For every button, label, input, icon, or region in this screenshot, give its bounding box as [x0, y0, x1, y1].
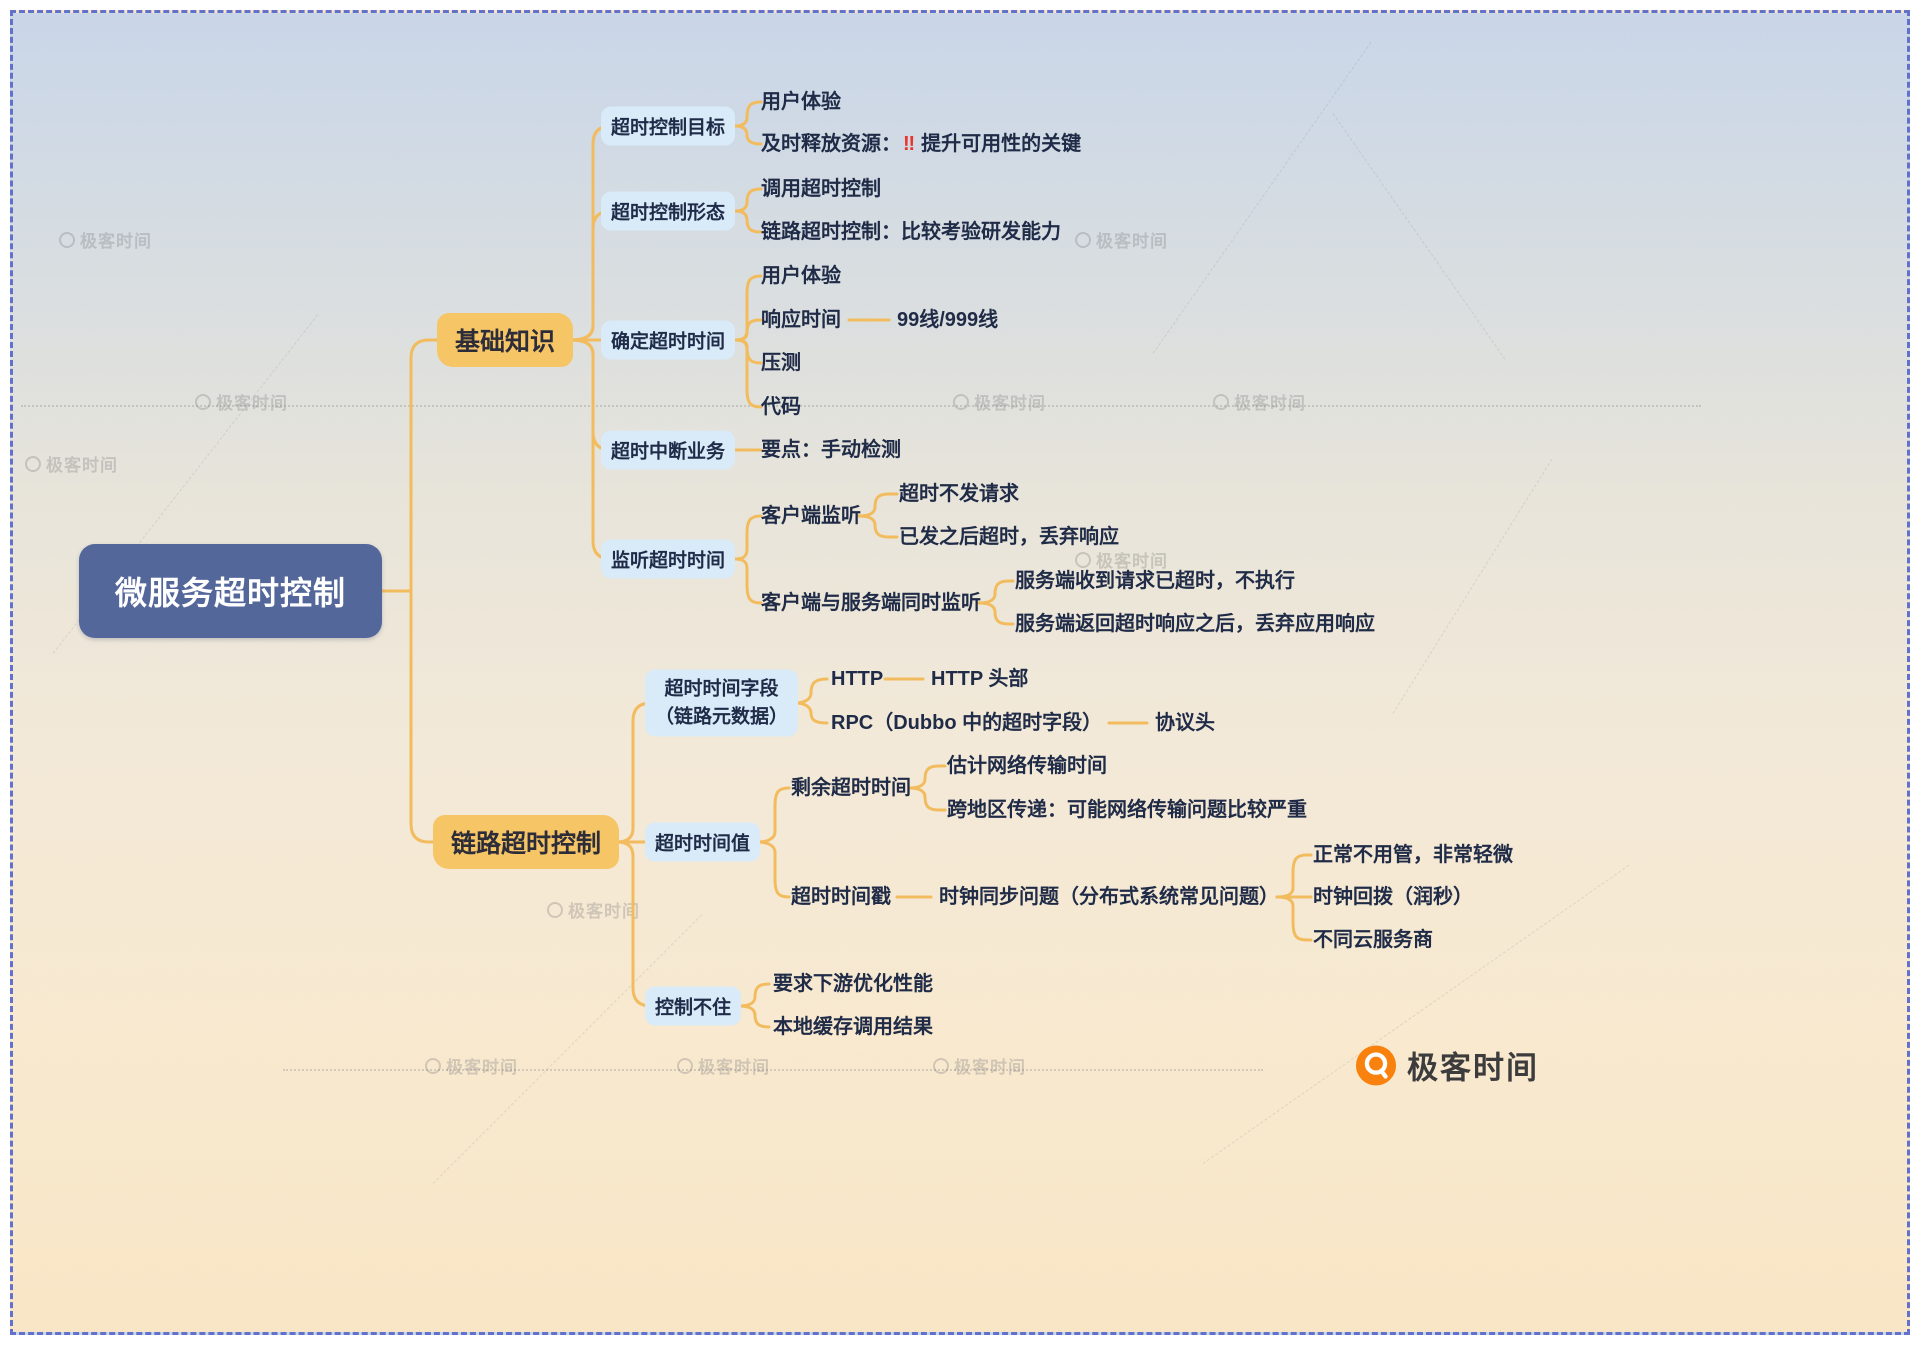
- leaf-server-discard-late: 服务端返回超时响应之后，丢弃应用响应: [1015, 613, 1375, 635]
- leaf-cloud-vendors: 不同云服务商: [1313, 929, 1433, 951]
- leaf-protocol-header: 协议头: [1155, 712, 1215, 734]
- watermark-logo-icon: [425, 1057, 441, 1074]
- leaf-user-experience-determine: 用户体验: [761, 265, 841, 287]
- sub-timeout-interrupt: 超时中断业务: [601, 430, 736, 470]
- watermark: 极客时间: [1075, 547, 1168, 572]
- leaf-response-time: 响应时间: [761, 309, 841, 331]
- leaf-http: HTTP: [831, 668, 884, 690]
- watermark: 极客时间: [59, 227, 152, 252]
- watermark-logo-icon: [547, 901, 563, 918]
- double-exclamation-icon: ‼: [903, 133, 916, 155]
- watermark: 极客时间: [547, 897, 640, 922]
- canvas-border: 极客时间 极客时间 极客时间 极客时间 极客时间 极客时间 极客时间 极客时间 …: [10, 10, 1910, 1335]
- leaf-ask-downstream-optimize: 要求下游优化性能: [773, 973, 933, 995]
- sub-timeout-forms: 超时控制形态: [601, 191, 736, 231]
- leaf-code: 代码: [761, 396, 801, 418]
- leaf-p99-lines: 99线/999线: [897, 309, 999, 331]
- leaf-call-timeout: 调用超时控制: [761, 178, 881, 200]
- watermark-logo-icon: [25, 455, 41, 472]
- leaf-link-timeout-note: 链路超时控制：比较考验研发能力: [761, 221, 1061, 243]
- leaf-stress-test: 压测: [761, 352, 801, 374]
- sub-determine-timeout: 确定超时时间: [601, 320, 736, 360]
- leaf-estimate-network-time: 估计网络传输时间: [947, 755, 1107, 777]
- sub-uncontrollable: 控制不住: [645, 986, 742, 1026]
- watermark: 极客时间: [425, 1053, 518, 1078]
- watermark-logo-icon: [953, 393, 969, 410]
- leaf-user-experience-goal: 用户体验: [761, 91, 841, 113]
- branch-link-timeout-control: 链路超时控制: [433, 815, 620, 869]
- connectors: [367, 100, 1313, 1029]
- leaf-clock-rollback: 时钟回拨（润秒）: [1313, 886, 1473, 908]
- watermark: 极客时间: [933, 1053, 1026, 1078]
- sub-timeout-value: 超时时间值: [645, 822, 761, 862]
- leaf-timeout-timestamp: 超时时间戳: [791, 886, 891, 908]
- sub-listen-timeout: 监听超时时间: [601, 539, 736, 579]
- sub-timeout-goal: 超时控制目标: [601, 106, 736, 146]
- leaf-remaining-timeout: 剩余超时时间: [791, 777, 911, 799]
- sub-timeout-field: 超时时间字段 （链路元数据）: [645, 669, 799, 737]
- watermark: 极客时间: [1213, 389, 1306, 414]
- watermark-logo-icon: [1075, 231, 1091, 248]
- dotted-line: [283, 1069, 1263, 1071]
- leaf-negligible: 正常不用管，非常轻微: [1313, 844, 1513, 866]
- leaf-rpc-dubbo: RPC（Dubbo 中的超时字段）: [831, 712, 1103, 734]
- leaf-release-resources: 及时释放资源：‼提升可用性的关键: [761, 133, 1082, 155]
- leaf-local-cache-result: 本地缓存调用结果: [773, 1016, 933, 1038]
- geektime-logo-text: 极客时间: [1407, 1050, 1539, 1086]
- dotted-line: [21, 405, 1701, 407]
- watermark-logo-icon: [59, 231, 75, 248]
- watermark: 极客时间: [1075, 227, 1168, 252]
- branch-basics: 基础知识: [437, 313, 574, 367]
- connector-lines: [367, 100, 1313, 1029]
- node-root-label: 微服务超时控制: [115, 575, 347, 611]
- watermark-logo-icon: [677, 1057, 693, 1074]
- leaf-no-send-on-timeout: 超时不发请求: [899, 483, 1019, 505]
- geektime-logo-icon: [1355, 1044, 1397, 1086]
- leaf-cross-region: 跨地区传递：可能网络传输问题比较严重: [947, 799, 1307, 821]
- watermark-logo-icon: [1075, 551, 1091, 568]
- watermark: 极客时间: [195, 389, 288, 414]
- watermark-logo-icon: [933, 1057, 949, 1074]
- watermark-logo-icon: [195, 393, 211, 410]
- watermark: 极客时间: [677, 1053, 770, 1078]
- leaf-clock-sync-issue: 时钟同步问题（分布式系统常见问题）: [939, 886, 1279, 908]
- watermark-logo-icon: [1213, 393, 1229, 410]
- leaf-server-skip-expired: 服务端收到请求已超时，不执行: [1015, 570, 1295, 592]
- geektime-logo: 极客时间: [1355, 1043, 1539, 1088]
- leaf-discard-response: 已发之后超时，丢弃响应: [899, 526, 1119, 548]
- leaf-http-header: HTTP 头部: [931, 668, 1029, 690]
- leaf-both-listen: 客户端与服务端同时监听: [761, 592, 981, 614]
- node-root: 微服务超时控制: [79, 544, 383, 638]
- watermark: 极客时间: [953, 389, 1046, 414]
- watermark: 极客时间: [25, 451, 118, 476]
- leaf-manual-check: 要点：手动检测: [761, 439, 901, 461]
- leaf-client-listen: 客户端监听: [761, 505, 861, 527]
